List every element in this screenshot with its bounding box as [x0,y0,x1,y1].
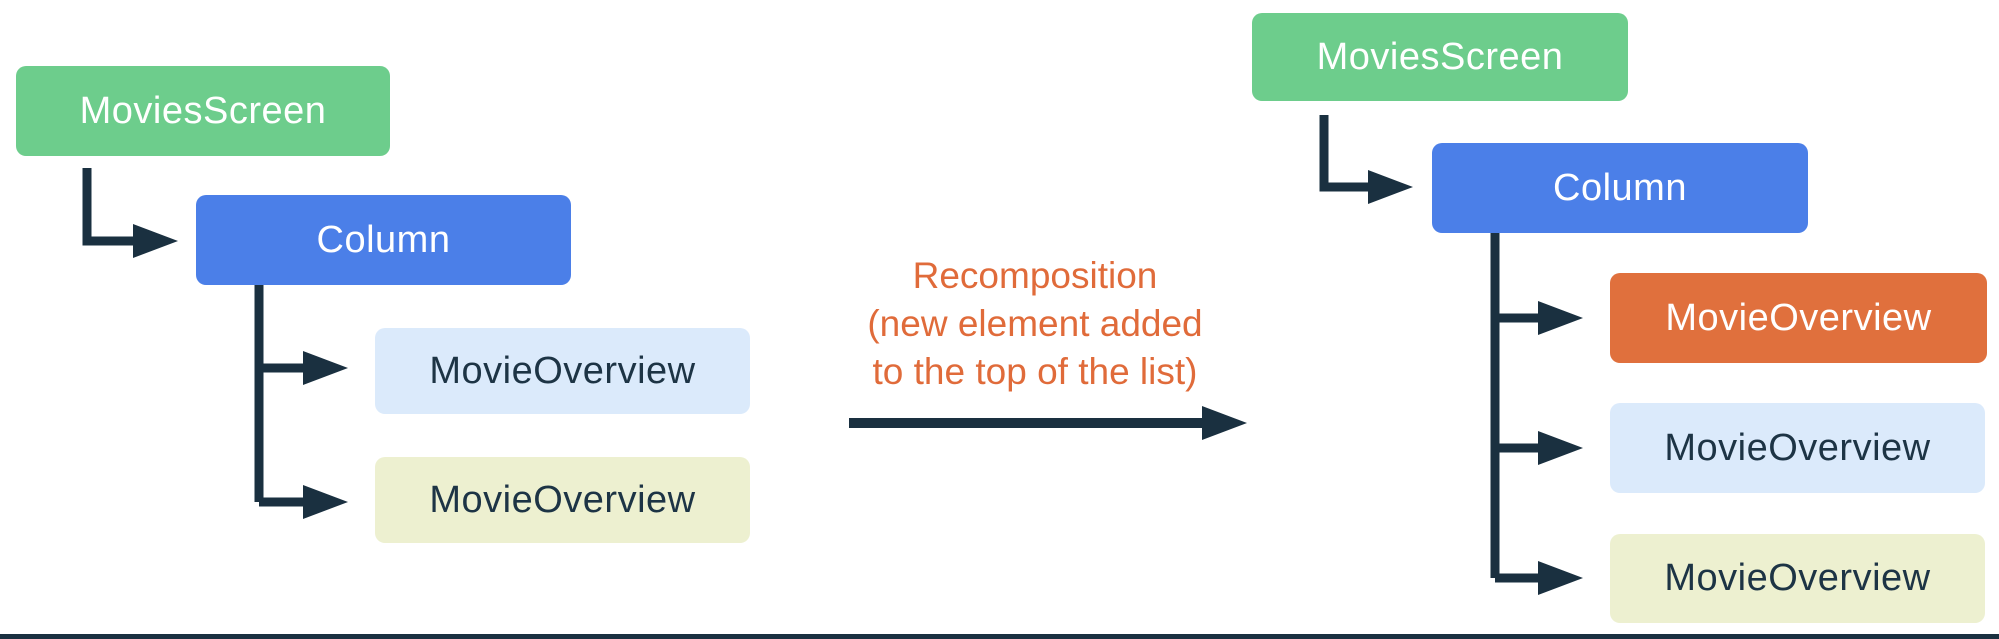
bottom-divider [0,634,1999,639]
right-node-moviesscreen: MoviesScreen [1252,13,1628,101]
node-label: Column [1553,166,1687,209]
connector-left-column-children [254,285,348,519]
arrowhead-icon [303,485,348,519]
arrowhead-icon [1202,406,1247,440]
node-label: Column [316,218,451,261]
left-node-moviesscreen: MoviesScreen [16,66,390,156]
right-node-column: Column [1432,143,1808,233]
node-label: MoviesScreen [1316,35,1564,78]
node-label: MovieOverview [429,478,696,521]
left-node-column: Column [196,195,571,285]
node-label: MovieOverview [1664,557,1931,599]
node-label: MovieOverview [1665,296,1932,339]
right-node-movieoverview-3: MovieOverview [1610,534,1985,623]
annotation-line-2: (new element added [867,303,1203,344]
recomposition-arrow [849,406,1247,440]
left-node-movieoverview-2: MovieOverview [375,457,750,543]
annotation-line-3: to the top of the list) [872,351,1198,392]
left-node-movieoverview-1: MovieOverview [375,328,750,414]
connector-left-root-to-column [82,168,178,258]
right-node-movieoverview-new: MovieOverview [1610,273,1987,363]
connector-right-column-children [1490,233,1583,595]
right-node-movieoverview-2: MovieOverview [1610,403,1985,493]
arrowhead-icon [133,224,178,258]
arrowhead-icon [1538,301,1583,335]
arrowhead-icon [303,351,348,385]
connector-right-root-to-column [1319,115,1413,204]
node-label: MovieOverview [429,349,696,392]
node-label: MovieOverview [1664,426,1931,469]
arrowhead-icon [1368,170,1413,204]
annotation-line-1: Recomposition [912,255,1158,296]
arrowhead-icon [1538,431,1583,465]
arrowhead-icon [1538,561,1583,595]
node-label: MoviesScreen [79,89,327,132]
recomposition-caption: Recomposition (new element added to the … [825,252,1245,396]
